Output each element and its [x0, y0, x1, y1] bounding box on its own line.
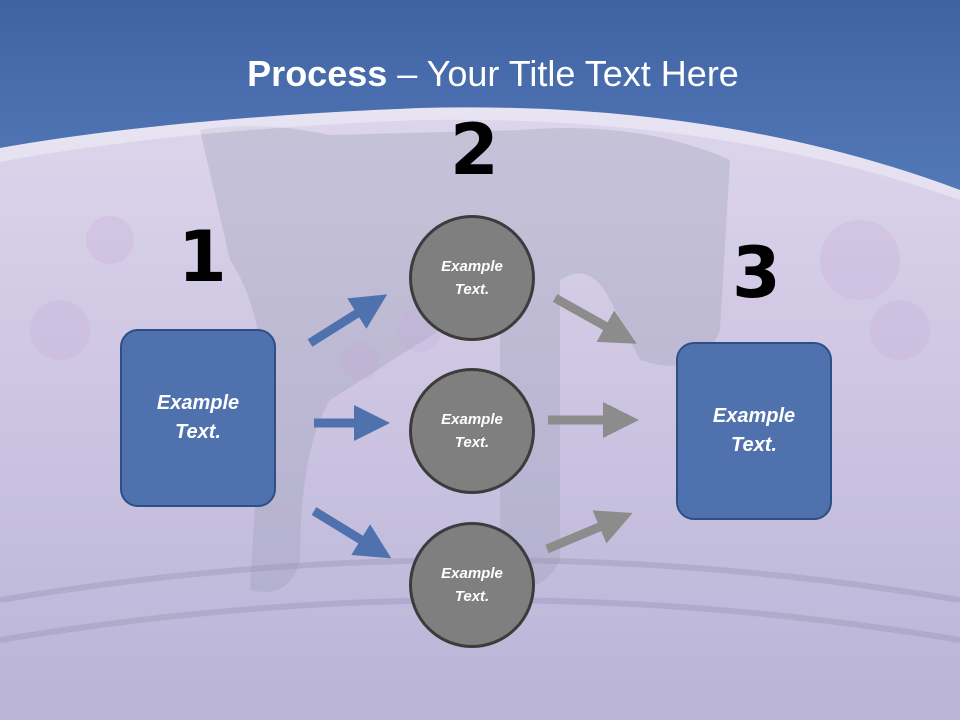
step-3-box: Example Text. [676, 342, 832, 520]
step-2-circle-top-text: Example Text. [441, 258, 503, 298]
step-3-number: 3 [732, 232, 781, 314]
step-2-number: 2 [450, 109, 499, 191]
title-rest-part: – Your Title Text Here [387, 53, 739, 94]
arrow-1-to-2c [311, 507, 392, 559]
step-1-number: 1 [178, 216, 227, 298]
step-1-text: Example Text. [156, 392, 240, 443]
arrow-2c-to-3 [545, 510, 633, 554]
step-3-text: Example Text. [712, 405, 796, 456]
step-2-circle-top: Example Text. [409, 215, 535, 341]
arrow-2a-to-3 [552, 294, 637, 344]
step-1-box: Example Text. [120, 329, 276, 507]
slide-title: Process – Your Title Text Here [0, 52, 960, 96]
step-2-circle-middle-text: Example Text. [441, 411, 503, 451]
arrow-1-to-2a [307, 294, 388, 347]
step-2-circle-middle: Example Text. [409, 368, 535, 494]
title-bold-part: Process [247, 53, 388, 94]
step-2-circle-bottom-text: Example Text. [441, 565, 503, 605]
step-2-circle-bottom: Example Text. [409, 522, 535, 648]
